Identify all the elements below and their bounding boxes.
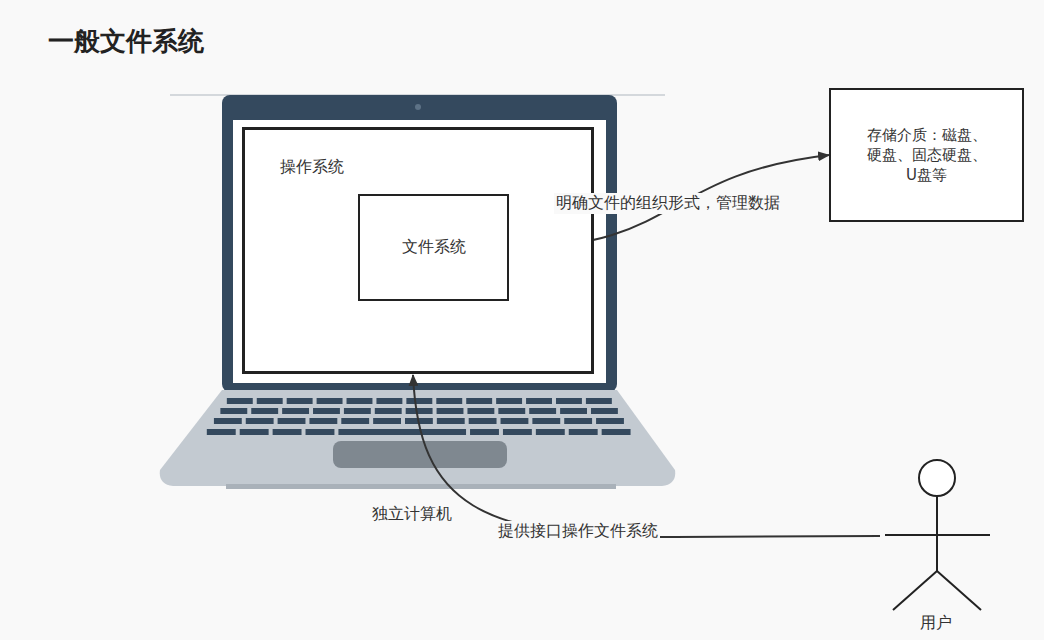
caption-label: 独立计算机 — [370, 504, 454, 525]
laptop-screen — [233, 120, 606, 383]
diagram-title: 一般文件系统 — [48, 24, 204, 59]
node-label: 用户 — [880, 613, 992, 634]
node-label: 文件系统 — [402, 237, 466, 258]
user-actor: 用户 — [880, 458, 992, 636]
storage-box: 存储介质：磁盘、硬盘、固态硬盘、U盘等 — [829, 88, 1024, 222]
laptop-touchpad — [333, 441, 507, 468]
fs-box: 文件系统 — [358, 194, 509, 301]
edge-label: 提供接口操作文件系统 — [496, 521, 660, 542]
stick-figure — [880, 458, 992, 618]
node-label: 存储介质：磁盘、硬盘、固态硬盘、U盘等 — [864, 125, 990, 186]
node-label: 操作系统 — [280, 157, 344, 178]
laptop-base-edge — [226, 484, 616, 489]
os-box: 操作系统文件系统 — [242, 127, 594, 374]
keyboard-keys — [207, 398, 631, 435]
laptop-screen-frame — [222, 95, 617, 392]
laptop-base — [160, 390, 675, 486]
laptop-camera — [415, 104, 421, 110]
connector-arrow — [413, 375, 880, 537]
edge-label: 明确文件的组织形式，管理数据 — [554, 193, 782, 214]
